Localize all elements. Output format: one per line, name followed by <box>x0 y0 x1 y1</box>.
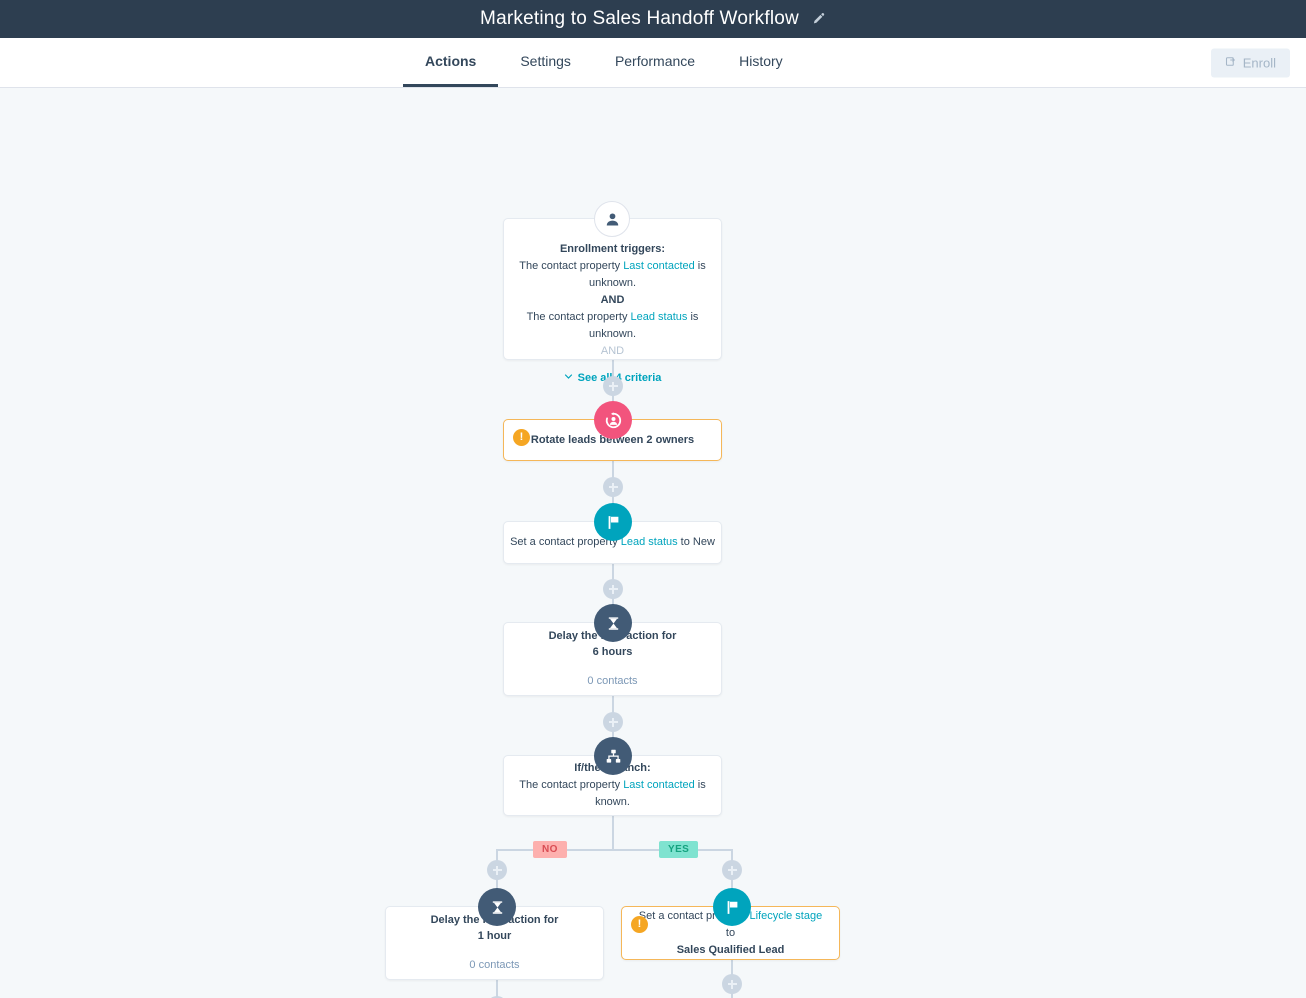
delay-1-hour-line2: 1 hour <box>477 930 512 943</box>
branch-label-no: NO <box>533 841 567 858</box>
branch-suffix: is known. <box>595 778 706 808</box>
tab-performance[interactable]: Performance <box>593 38 717 87</box>
tab-list: Actions Settings Performance History <box>403 38 805 87</box>
add-action-button[interactable] <box>722 860 742 880</box>
branch-icon[interactable] <box>594 737 632 775</box>
enrollment-criteria-1: The contact property Last contacted is u… <box>504 258 721 292</box>
enrollment-and-1: AND <box>600 293 625 306</box>
connector-line <box>612 816 614 850</box>
branch-property[interactable]: Last contacted <box>623 778 695 791</box>
add-action-button[interactable] <box>487 860 507 880</box>
add-action-button[interactable] <box>603 376 623 396</box>
hourglass-icon[interactable] <box>478 888 516 926</box>
enrollment-and-2: AND <box>600 345 625 358</box>
page-title: Marketing to Sales Handoff Workflow <box>480 8 799 29</box>
tab-performance-label: Performance <box>614 53 696 69</box>
delay-1-hour-contacts: 0 contacts <box>469 958 520 971</box>
add-action-button[interactable] <box>722 974 742 994</box>
tab-actions[interactable]: Actions <box>403 38 499 87</box>
rotate-leads-label: Rotate leads between 2 owners <box>530 433 695 446</box>
set-lifecycle-suffix: to <box>725 926 736 939</box>
set-lead-status-suffix: to New <box>677 535 715 548</box>
set-lifecycle-property[interactable]: Lifecycle stage <box>749 909 823 922</box>
tab-bar: Actions Settings Performance History Enr… <box>0 38 1306 88</box>
set-lifecycle-value: Sales Qualified Lead <box>676 943 785 956</box>
branch-label-yes: YES <box>659 841 699 858</box>
enrollment-criteria-2: The contact property Lead status is unkn… <box>504 309 721 343</box>
warning-badge-icon[interactable]: ! <box>513 429 530 446</box>
enrollment-trigger-card[interactable]: Enrollment triggers: The contact propert… <box>503 218 722 384</box>
tab-actions-label: Actions <box>425 53 477 69</box>
connector-line <box>496 978 498 998</box>
rotate-owner-icon[interactable] <box>594 401 632 439</box>
add-action-button[interactable] <box>603 477 623 497</box>
enroll-icon <box>1225 55 1237 70</box>
criteria-2-property[interactable]: Lead status <box>630 311 688 324</box>
app-header: Marketing to Sales Handoff Workflow <box>0 0 1306 38</box>
criteria-2-suffix: is unknown. <box>588 311 699 341</box>
criteria-1-property[interactable]: Last contacted <box>623 259 695 272</box>
criteria-1-suffix: is unknown. <box>588 259 706 289</box>
enroll-button-label: Enroll <box>1242 55 1276 70</box>
pencil-icon[interactable] <box>811 12 826 27</box>
workflow-canvas[interactable]: Enrollment triggers: The contact propert… <box>0 88 1306 998</box>
branch-split-line <box>497 849 732 851</box>
set-lead-status-prefix: Set a contact property <box>510 535 621 548</box>
add-action-button[interactable] <box>603 579 623 599</box>
warning-badge-icon[interactable]: ! <box>631 916 648 933</box>
set-lead-status-text: Set a contact property Lead status to Ne… <box>510 534 715 551</box>
criteria-2-prefix: The contact property <box>526 311 631 324</box>
tab-history-label: History <box>739 53 783 69</box>
hourglass-icon[interactable] <box>594 604 632 642</box>
delay-6-hours-line2: 6 hours <box>592 646 633 659</box>
tab-history[interactable]: History <box>717 38 805 87</box>
rotate-leads-card[interactable]: ! Rotate leads between 2 owners <box>503 419 722 461</box>
tab-settings[interactable]: Settings <box>498 38 593 87</box>
enrollment-title: Enrollment triggers: <box>559 243 666 255</box>
add-action-button[interactable] <box>603 712 623 732</box>
flag-icon[interactable] <box>594 503 632 541</box>
contact-person-icon[interactable] <box>594 201 630 237</box>
criteria-1-prefix: The contact property <box>519 259 624 272</box>
branch-condition: The contact property Last contacted is k… <box>504 777 721 811</box>
set-lead-status-property[interactable]: Lead status <box>620 535 678 548</box>
flag-icon[interactable] <box>713 888 751 926</box>
branch-prefix: The contact property <box>519 778 624 791</box>
chevron-down-icon <box>564 372 573 384</box>
delay-6-hours-contacts: 0 contacts <box>587 674 638 687</box>
enroll-button[interactable]: Enroll <box>1210 48 1290 77</box>
tab-settings-label: Settings <box>520 53 571 69</box>
add-action-button[interactable] <box>487 996 507 998</box>
